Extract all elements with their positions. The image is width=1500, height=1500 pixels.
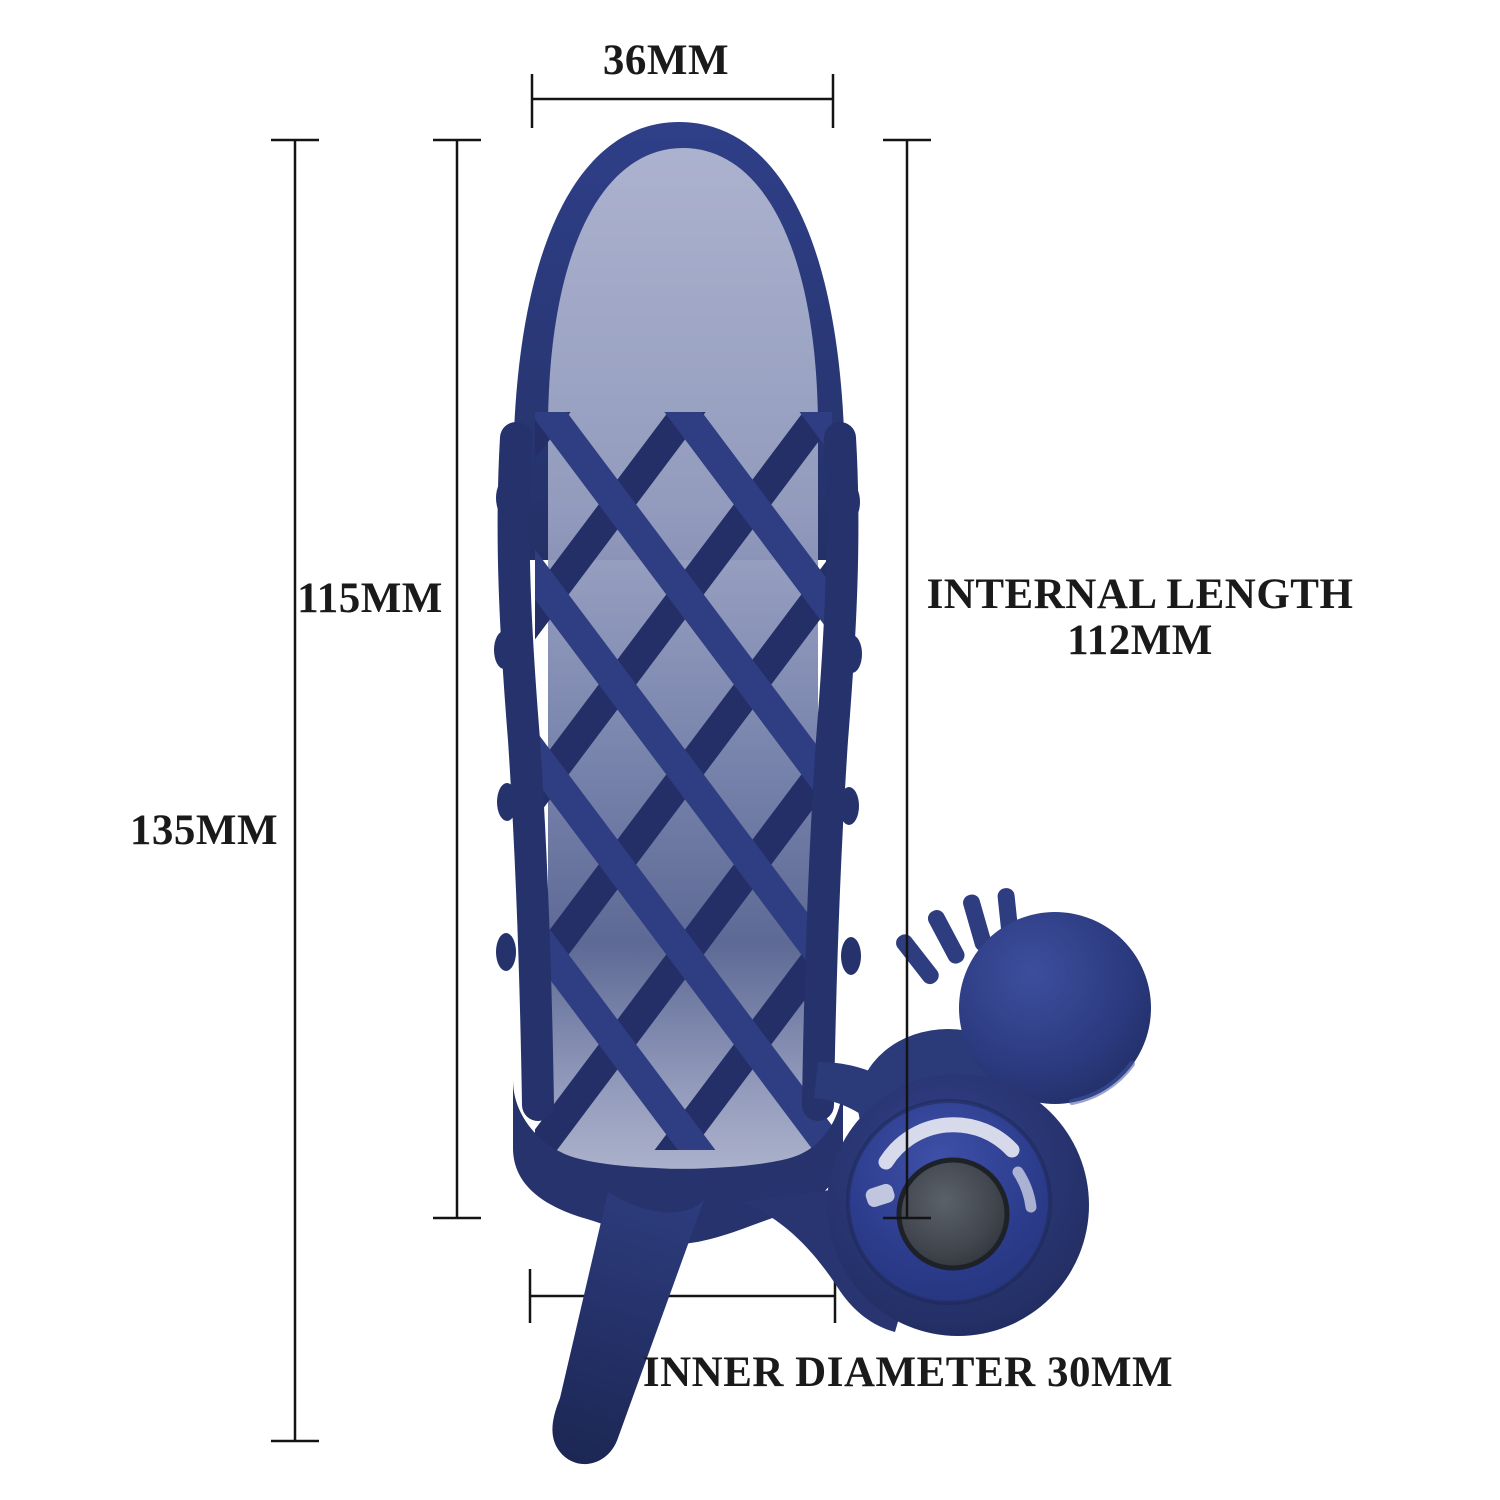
total-length-dimension [271,138,319,1443]
vibration-ball [959,912,1151,1104]
label-sleeve-length: 115MM [297,575,443,622]
power-button [896,1157,1010,1271]
inner-sleeve-panel [548,148,818,1168]
internal-length-dimension [883,138,931,1220]
dome-specular-left [865,1183,895,1208]
top-width-dimension [530,74,835,128]
rail-nubs [494,479,862,975]
label-inner-diameter: INNER DIAMETER 30MM [642,1349,1174,1396]
dome-specular-right [1012,1166,1037,1213]
label-internal-length-line1: INTERNAL LENGTH [926,571,1354,618]
sleeve [494,122,918,1465]
label-total-length: 135MM [129,807,279,854]
label-internal-length-line2: 112MM [1067,616,1213,664]
sleeve-rails [497,422,859,1121]
support-tail [552,1192,704,1465]
label-top-width: 36MM [602,37,730,84]
sleeve-length-dimension [433,138,481,1220]
ball-rim-light [1069,1061,1135,1105]
dome-specular-arc [878,1117,1020,1170]
vibrator-unit [827,888,1151,1336]
inner-diameter-dimension [528,1269,837,1323]
dimension-lines [271,74,931,1443]
label-internal-length: INTERNAL LENGTH 112MM [927,572,1354,663]
